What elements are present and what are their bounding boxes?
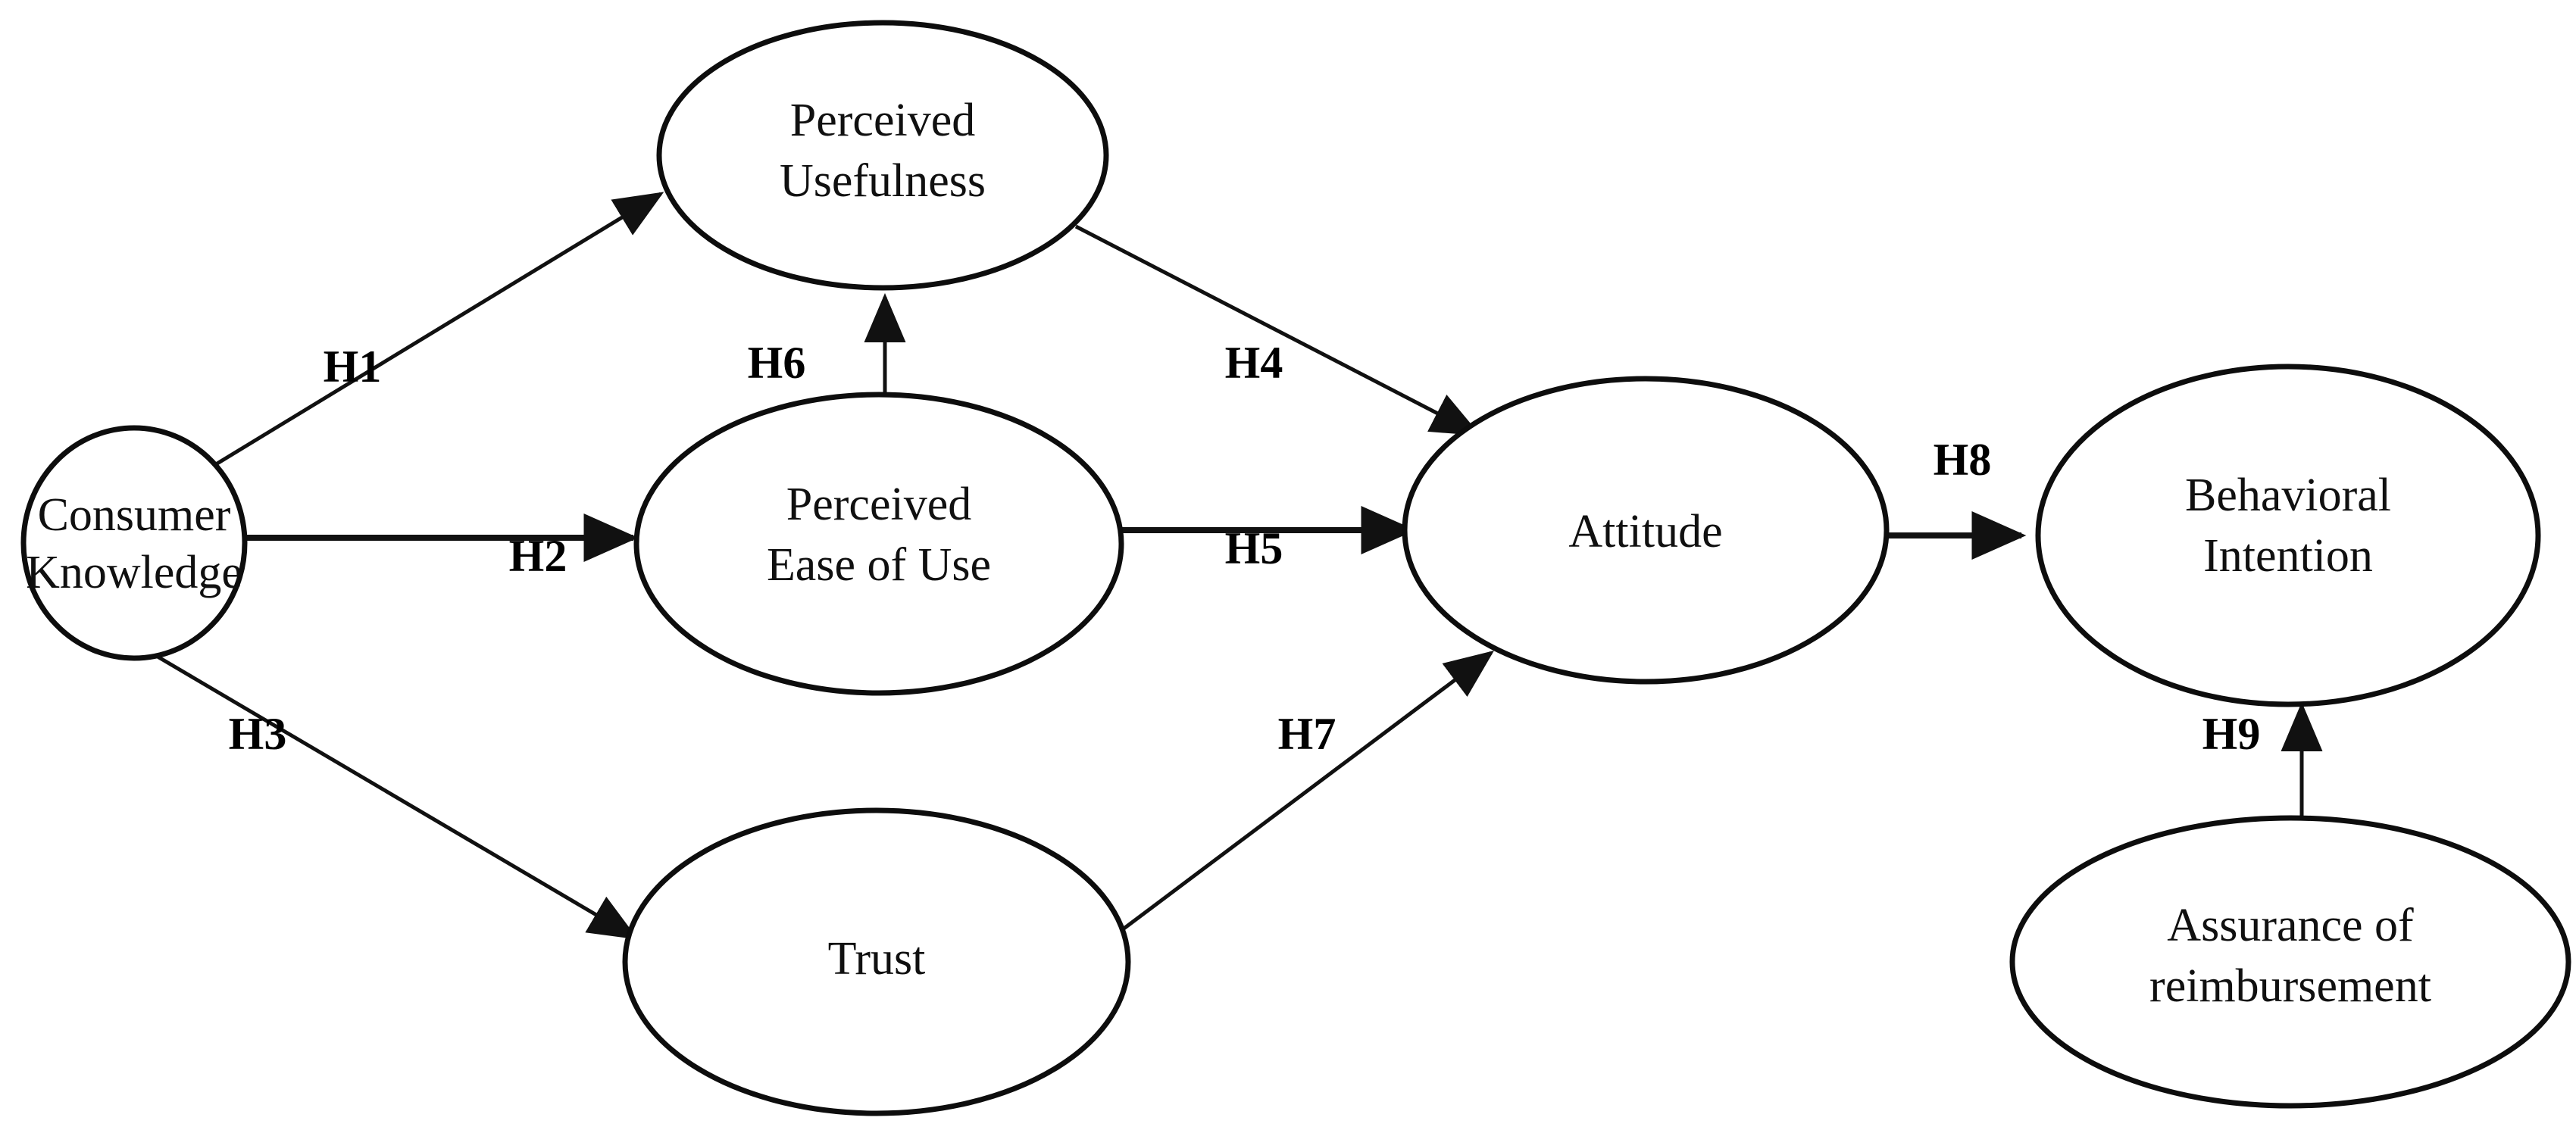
trust-ellipse[interactable] — [622, 807, 1131, 1116]
edge-h1: H1 — [214, 192, 664, 467]
node-trust[interactable]: Trust — [622, 807, 1131, 1116]
attitude-ellipse[interactable] — [1402, 376, 1890, 685]
consumer-knowledge-label-line2: Knowledge — [26, 547, 242, 598]
behavioral-intention-ellipse[interactable] — [2035, 364, 2541, 707]
edge-label-h7: H7 — [1278, 709, 1336, 759]
edge-label-h1: H1 — [324, 342, 382, 392]
edge-h3-line — [156, 654, 639, 940]
edge-h1-line — [214, 192, 664, 467]
attitude-label-line1: Attitude — [1568, 506, 1722, 557]
node-attitude[interactable]: Attitude — [1402, 376, 1890, 685]
edge-h7: H7 — [1118, 650, 1494, 933]
assurance-of-reimbursement-label-line1: Assurance of — [2167, 900, 2414, 951]
node-consumer-knowledge[interactable]: Consumer Knowledge — [20, 425, 248, 661]
edge-h4: H4 — [1074, 224, 1481, 436]
edge-label-h9: H9 — [2202, 709, 2261, 759]
node-assurance-of-reimbursement[interactable]: Assurance of reimbursement — [2009, 815, 2571, 1109]
edge-label-h2: H2 — [509, 531, 567, 581]
consumer-knowledge-ellipse[interactable] — [20, 425, 248, 661]
edge-h9: H9 — [2202, 702, 2323, 819]
edge-label-h6: H6 — [748, 338, 806, 388]
node-perceived-usefulness[interactable]: Perceived Usefulness — [656, 20, 1109, 291]
edge-h2: H2 — [244, 513, 639, 581]
edge-label-h4: H4 — [1225, 338, 1283, 388]
perceived-usefulness-label-line2: Usefulness — [780, 155, 986, 207]
perceived-usefulness-ellipse[interactable] — [656, 20, 1109, 291]
edge-h8: H8 — [1885, 435, 2027, 560]
behavioral-intention-label-line2: Intention — [2203, 530, 2373, 582]
node-perceived-ease-of-use[interactable]: Perceived Ease of Use — [633, 392, 1124, 696]
edge-h5: H5 — [1121, 506, 1416, 573]
perceived-ease-of-use-label-line2: Ease of Use — [767, 539, 991, 591]
trust-label-line1: Trust — [828, 933, 926, 985]
assurance-of-reimbursement-ellipse[interactable] — [2009, 815, 2571, 1109]
perceived-usefulness-label-line1: Perceived — [790, 95, 975, 146]
perceived-ease-of-use-ellipse[interactable] — [633, 392, 1124, 696]
edge-label-h8: H8 — [1934, 435, 1992, 485]
edge-h6: H6 — [748, 293, 906, 395]
edge-h3: H3 — [156, 654, 639, 940]
edge-h7-line — [1118, 650, 1494, 933]
perceived-ease-of-use-label-line1: Perceived — [786, 479, 971, 530]
edge-label-h5: H5 — [1225, 523, 1283, 573]
edge-label-h3: H3 — [229, 709, 287, 759]
consumer-knowledge-label-line1: Consumer — [38, 489, 231, 541]
assurance-of-reimbursement-label-line2: reimbursement — [2149, 960, 2431, 1012]
edge-h4-line — [1074, 224, 1481, 436]
node-behavioral-intention[interactable]: Behavioral Intention — [2035, 364, 2541, 707]
behavioral-intention-label-line1: Behavioral — [2185, 470, 2391, 521]
